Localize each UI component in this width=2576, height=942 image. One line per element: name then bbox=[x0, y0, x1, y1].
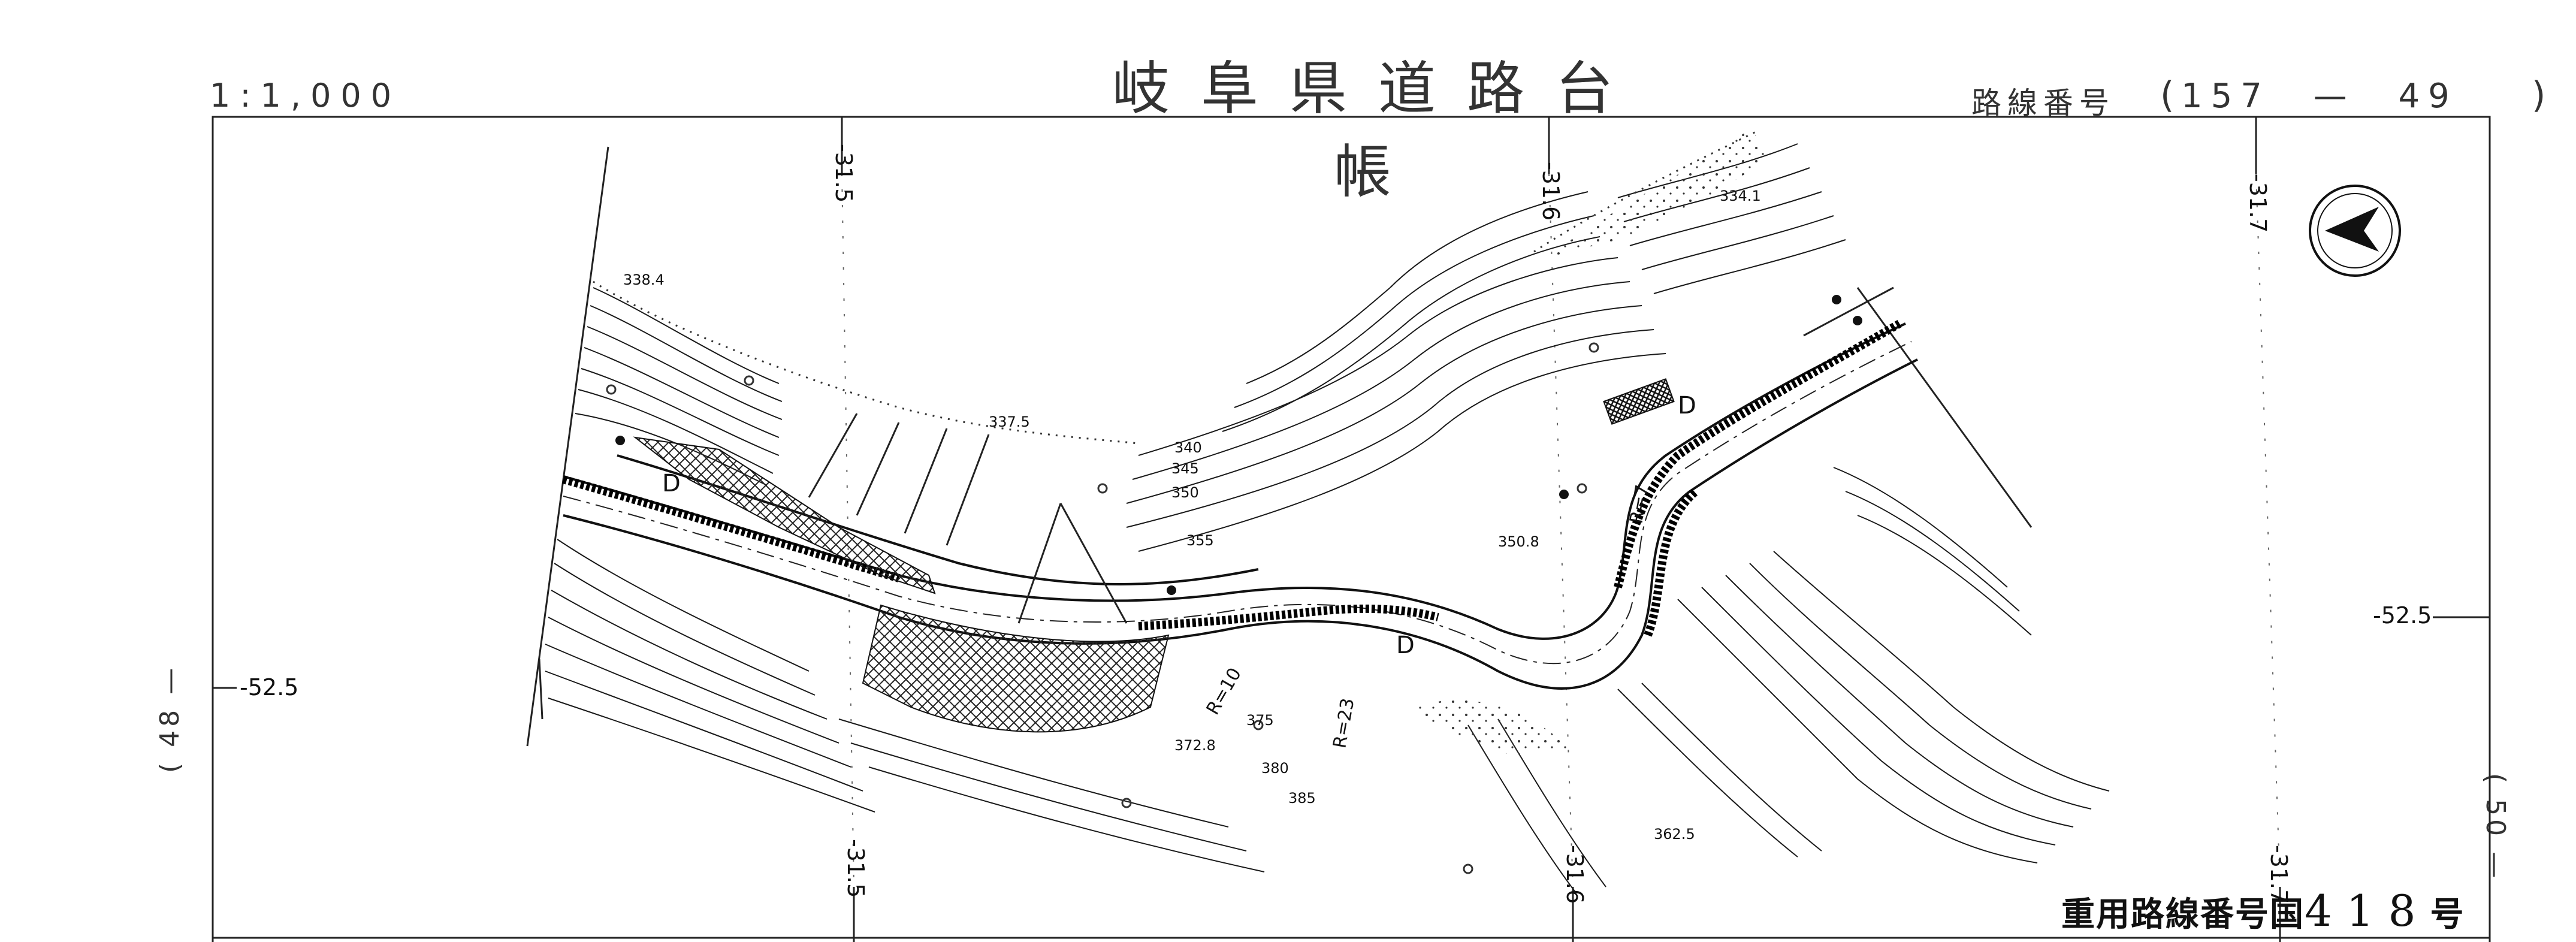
slope-fill-1 bbox=[633, 436, 936, 594]
grid-label-bottom-1: -31.5 bbox=[842, 839, 869, 898]
road-symbol: D bbox=[1396, 632, 1415, 659]
control-points bbox=[615, 295, 1862, 595]
elevation-label: 385 bbox=[1288, 790, 1316, 807]
contour-lines bbox=[545, 143, 2110, 893]
elevation-label: 334.1 bbox=[1720, 188, 1761, 204]
elevation-label: 372.8 bbox=[1174, 737, 1216, 754]
national-route-stamp: 重用路線番号国418号 bbox=[2061, 886, 2465, 936]
boundary-line bbox=[526, 146, 609, 747]
elevation-label: 350 bbox=[1171, 484, 1199, 501]
elevation-label: 355 bbox=[1186, 532, 1214, 549]
elevation-label: 350.8 bbox=[1498, 533, 1539, 550]
cut-boundary bbox=[593, 280, 1139, 445]
curve-radius-label: R=23 bbox=[1329, 696, 1358, 750]
route-number-sub: 49 bbox=[2398, 77, 2458, 116]
national-route-number: 418 bbox=[2305, 886, 2430, 936]
route-open-paren: ( bbox=[2160, 74, 2175, 116]
road-symbol: D bbox=[1678, 392, 1696, 419]
sheet-title: 岐阜県道路台帳 bbox=[1112, 55, 1644, 206]
route-number-label: 路線番号 bbox=[1971, 86, 2115, 120]
national-route-suffix: 号 bbox=[2430, 895, 2465, 934]
grid-label-top-2: -31.6 bbox=[1538, 162, 1564, 221]
elevation-label: 345 bbox=[1171, 460, 1199, 477]
road-centerline bbox=[563, 341, 1912, 665]
grid-label-top-1: -31.5 bbox=[831, 144, 857, 203]
curve-radius-label: R=7 bbox=[1626, 483, 1653, 525]
grid-label-left-row: -52.5 bbox=[240, 674, 298, 701]
survey-marks bbox=[606, 342, 1599, 874]
retaining-walls bbox=[562, 319, 1902, 637]
national-route-prefix: 重用路線番号国 bbox=[2061, 895, 2305, 934]
grid-label-bottom-2: -31.6 bbox=[1562, 845, 1588, 904]
north-arrow bbox=[2309, 185, 2401, 277]
dotted-area bbox=[1546, 129, 1774, 258]
grid-lines bbox=[841, 173, 2281, 887]
map-frame bbox=[212, 116, 2491, 942]
elevation-label: 340 bbox=[1174, 439, 1202, 456]
route-close-paren: ) bbox=[2532, 74, 2546, 116]
elevation-label: 337.5 bbox=[989, 413, 1030, 430]
map-scale: 1:1,000 bbox=[210, 77, 401, 114]
slope-fill-2 bbox=[862, 604, 1170, 733]
elevation-label: 362.5 bbox=[1654, 826, 1695, 843]
grid-label-right-row: -52.5 bbox=[2373, 602, 2432, 629]
elevation-label: 338.4 bbox=[623, 271, 665, 288]
route-number: 157 — 49 bbox=[2181, 77, 2458, 116]
elevation-labels: 338.4 337.5 334.1 340 345 350 355 350.8 … bbox=[623, 188, 1761, 843]
cut-slope-lines bbox=[808, 413, 1128, 624]
route-number-main: 157 bbox=[2181, 77, 2270, 116]
grid-ticks bbox=[213, 117, 2490, 942]
grid-label-bottom-3: -31.7 bbox=[2266, 845, 2292, 904]
curve-radius-label: R=10 bbox=[1203, 665, 1246, 718]
route-number-dash: — bbox=[2313, 77, 2355, 116]
elevation-label: 380 bbox=[1261, 760, 1289, 777]
structure-block bbox=[1603, 378, 1675, 425]
grid-labels: -31.5 -31.6 -31.7 -31.5 -31.6 -31.7 -52.… bbox=[240, 144, 2432, 904]
elevation-label: 375 bbox=[1246, 712, 1274, 729]
road-symbol: D bbox=[662, 470, 681, 497]
grid-label-top-3: -31.7 bbox=[2245, 174, 2271, 233]
